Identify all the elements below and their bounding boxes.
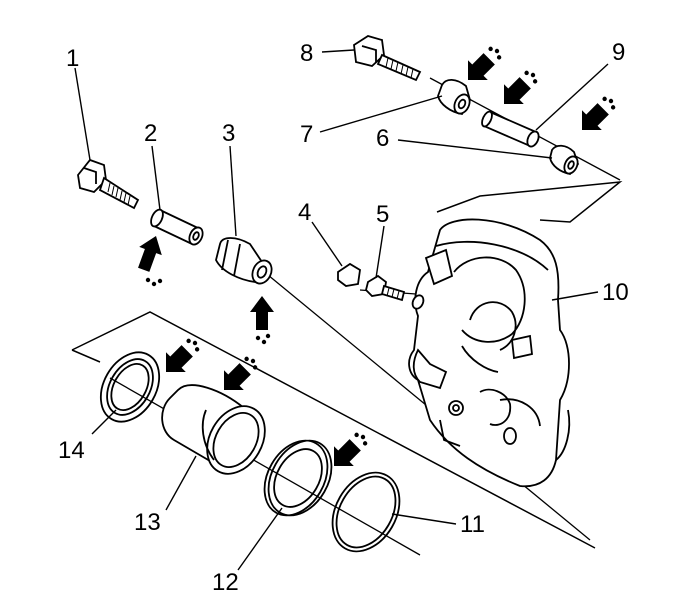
plane-outlines — [71, 181, 623, 549]
callout-4: 4 — [298, 199, 311, 226]
callout-8: 8 — [300, 40, 313, 67]
callout-13: 13 — [134, 509, 161, 536]
grease-arrow-icon — [250, 296, 274, 345]
piston-part-13 — [161, 384, 266, 475]
grease-arrow-icon — [572, 93, 619, 140]
grease-arrow-icon — [156, 335, 203, 382]
bolt-part-8 — [353, 35, 422, 82]
retaining-ring-part-11 — [331, 471, 401, 553]
cap-part-4 — [337, 262, 361, 287]
callout-2: 2 — [144, 120, 157, 147]
bolt-part-1 — [77, 158, 140, 210]
caliper-housing-part-10 — [408, 218, 571, 488]
callout-labels: 1 2 3 4 5 6 7 8 9 10 11 12 13 14 — [58, 39, 629, 596]
callout-6: 6 — [376, 125, 389, 152]
boot-part-7 — [437, 78, 471, 115]
dust-seal-part-14 — [99, 351, 161, 423]
callout-7: 7 — [300, 121, 313, 148]
callout-10: 10 — [602, 279, 629, 306]
grease-arrow-icon — [138, 236, 163, 287]
sleeve-part-2 — [150, 208, 204, 246]
bleeder-valve-part-5 — [365, 274, 406, 302]
callout-12: 12 — [212, 569, 239, 596]
grease-arrows — [138, 43, 619, 476]
grease-arrow-icon — [494, 67, 541, 114]
piston-seal-part-12 — [263, 439, 333, 517]
sleeve-part-9 — [481, 110, 540, 148]
callout-14: 14 — [58, 437, 85, 464]
callout-5: 5 — [376, 201, 389, 228]
callout-3: 3 — [222, 120, 235, 147]
callout-11: 11 — [460, 511, 485, 538]
grease-arrow-icon — [458, 43, 505, 90]
callout-1: 1 — [66, 45, 79, 72]
boot-part-6 — [549, 144, 580, 175]
boot-part-3 — [215, 237, 273, 285]
leader-lines — [74, 49, 609, 571]
callout-9: 9 — [612, 39, 625, 66]
